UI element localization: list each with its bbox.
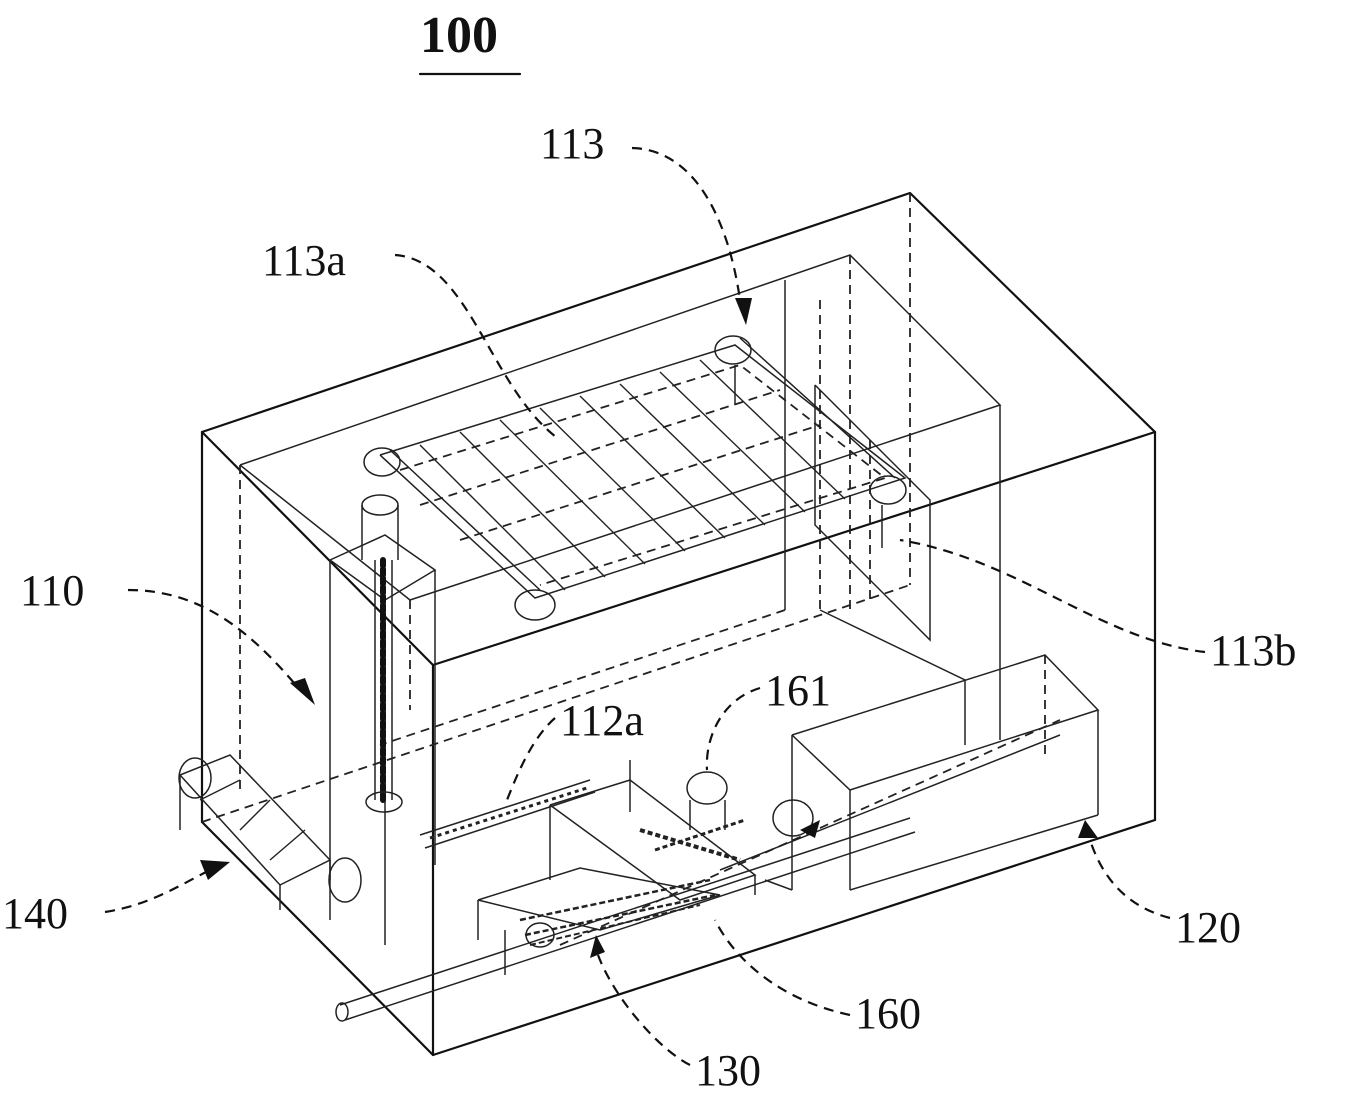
figure-number: 100 bbox=[420, 7, 498, 64]
box-120 bbox=[764, 654, 1100, 891]
label-130: 130 bbox=[695, 1046, 761, 1093]
arrow-120 bbox=[1078, 820, 1098, 838]
leader-112a bbox=[503, 717, 556, 806]
pipe-112a bbox=[419, 779, 596, 849]
leader-120 bbox=[1088, 839, 1171, 920]
label-112a: 112a bbox=[560, 696, 644, 745]
arrow-130 bbox=[590, 935, 605, 958]
long-pipe bbox=[335, 719, 1061, 1022]
label-140: 140 bbox=[2, 889, 68, 938]
leader-161 bbox=[705, 686, 761, 771]
right-interior-panel bbox=[814, 384, 931, 642]
left-box-140 bbox=[178, 754, 362, 920]
leader-160 bbox=[714, 919, 851, 1017]
leader-113a bbox=[394, 253, 561, 441]
label-160: 160 bbox=[855, 989, 921, 1038]
arrow-140 bbox=[200, 860, 230, 880]
arrow-110 bbox=[290, 678, 315, 705]
vertical-column bbox=[329, 494, 437, 945]
leader-130 bbox=[596, 954, 691, 1066]
box-160 bbox=[549, 760, 814, 901]
label-113b: 113b bbox=[1210, 626, 1296, 675]
leader-110 bbox=[127, 588, 301, 691]
roller-belt-113 bbox=[363, 335, 907, 621]
label-113: 113 bbox=[540, 119, 604, 168]
label-161: 161 bbox=[765, 666, 831, 715]
box-130 bbox=[477, 867, 721, 975]
inner-frame-110 bbox=[239, 254, 1002, 790]
leader-113b bbox=[899, 538, 1206, 654]
arrow-valve bbox=[800, 820, 820, 838]
arrow-113 bbox=[735, 298, 752, 325]
leader-113 bbox=[631, 146, 742, 301]
label-110: 110 bbox=[20, 566, 84, 615]
label-113a: 113a bbox=[262, 236, 346, 285]
label-120: 120 bbox=[1175, 903, 1241, 952]
outer-housing bbox=[200, 191, 1157, 1057]
leader-140 bbox=[104, 869, 211, 914]
